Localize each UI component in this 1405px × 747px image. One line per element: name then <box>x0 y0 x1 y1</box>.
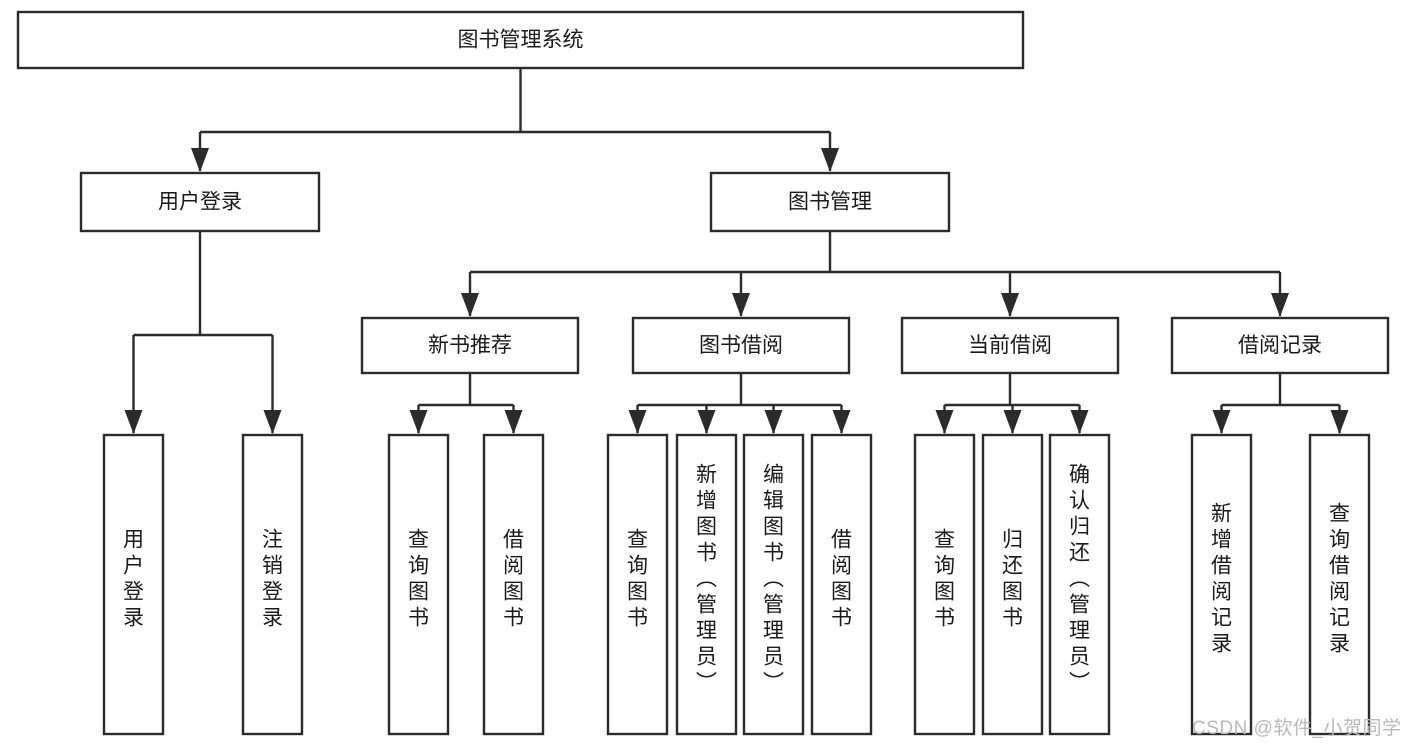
node-leaf-user-logout[interactable]: 注销登录 <box>241 433 304 736</box>
node-box-leaf-rec-query-record <box>1308 433 1371 736</box>
node-box-new-book-rec <box>360 316 580 375</box>
node-borrow-record[interactable]: 借阅记录 <box>1170 316 1390 375</box>
node-box-leaf-user-logout <box>241 433 304 736</box>
arrow-head-icon-borrow-record-0 <box>1212 410 1231 434</box>
node-label-leaf-rec-add-record: 新增借阅记录 <box>1211 503 1232 656</box>
arrow-head-icon-new-book-rec-1 <box>504 410 523 434</box>
arrow-head-icon-book-borrow-0 <box>628 410 647 434</box>
node-current-borrow[interactable]: 当前借阅 <box>900 316 1120 375</box>
node-label-leaf-rec-borrow-book: 借阅图书 <box>503 529 524 630</box>
node-book-manage[interactable]: 图书管理 <box>709 171 951 233</box>
node-box-leaf-rec-borrow-book <box>482 433 545 736</box>
node-label-book-borrow: 图书借阅 <box>699 334 783 357</box>
arrow-head-icon-book-manage-1 <box>732 293 750 317</box>
node-label-user-login: 用户登录 <box>158 191 242 214</box>
arrow-head-icon-current-borrow-0 <box>935 410 954 434</box>
arrow-head-icon-book-manage-3 <box>1271 293 1289 317</box>
node-leaf-user-login[interactable]: 用户登录 <box>102 433 165 736</box>
arrow-head-icon-book-borrow-2 <box>764 410 783 434</box>
node-box-leaf-borrow-edit-book <box>742 433 805 736</box>
node-label-new-book-rec: 新书推荐 <box>428 334 512 357</box>
node-label-leaf-rec-query-record: 查询借阅记录 <box>1329 503 1350 656</box>
node-box-current-borrow <box>900 316 1120 375</box>
connectors-layer <box>124 68 1349 434</box>
arrow-head-icon-new-book-rec-0 <box>409 410 428 434</box>
node-label-borrow-record: 借阅记录 <box>1238 334 1322 357</box>
node-leaf-borrow-query-book[interactable]: 查询图书 <box>606 433 669 736</box>
node-box-root <box>16 10 1025 70</box>
node-box-leaf-borrow-add-book <box>675 433 738 736</box>
node-box-leaf-cur-return-book <box>981 433 1044 736</box>
arrow-head-icon-root-0 <box>191 148 209 172</box>
arrow-head-icon-user-login-1 <box>263 410 282 434</box>
node-label-leaf-rec-query-book: 查询图书 <box>408 529 429 630</box>
arrow-head-icon-book-borrow-1 <box>697 410 716 434</box>
node-box-leaf-cur-confirm-return <box>1048 433 1111 736</box>
node-label-leaf-cur-confirm-return: 确认归还︵管理员︶ <box>1069 464 1090 695</box>
node-leaf-borrow-lend-book[interactable]: 借阅图书 <box>810 433 873 736</box>
arrow-head-icon-book-manage-0 <box>461 293 479 317</box>
arrow-head-icon-book-manage-2 <box>1001 293 1019 317</box>
node-leaf-rec-query-record[interactable]: 查询借阅记录 <box>1308 433 1371 736</box>
node-label-leaf-borrow-lend-book: 借阅图书 <box>831 529 852 630</box>
node-leaf-cur-confirm-return[interactable]: 确认归还︵管理员︶ <box>1048 433 1111 736</box>
node-label-root: 图书管理系统 <box>458 29 584 52</box>
node-label-leaf-user-login: 用户登录 <box>123 529 144 630</box>
node-label-leaf-borrow-add-book: 新增图书︵管理员︶ <box>696 464 717 695</box>
arrow-head-icon-book-borrow-3 <box>832 410 851 434</box>
node-box-user-login <box>79 171 321 233</box>
node-box-book-manage <box>709 171 951 233</box>
node-label-current-borrow: 当前借阅 <box>968 334 1052 357</box>
node-label-book-manage: 图书管理 <box>788 191 872 214</box>
node-label-leaf-user-logout: 注销登录 <box>262 529 283 630</box>
node-user-login[interactable]: 用户登录 <box>79 171 321 233</box>
node-leaf-borrow-add-book[interactable]: 新增图书︵管理员︶ <box>675 433 738 736</box>
node-root[interactable]: 图书管理系统 <box>16 10 1025 70</box>
node-new-book-rec[interactable]: 新书推荐 <box>360 316 580 375</box>
nodes-layer: 图书管理系统用户登录图书管理新书推荐图书借阅当前借阅借阅记录用户登录注销登录查询… <box>16 10 1390 736</box>
node-box-leaf-borrow-lend-book <box>810 433 873 736</box>
node-leaf-rec-borrow-book[interactable]: 借阅图书 <box>482 433 545 736</box>
node-leaf-borrow-edit-book[interactable]: 编辑图书︵管理员︶ <box>742 433 805 736</box>
node-label-leaf-cur-query-book: 查询图书 <box>934 529 955 630</box>
arrow-head-icon-current-borrow-2 <box>1070 410 1089 434</box>
arrow-head-icon-borrow-record-1 <box>1330 410 1349 434</box>
node-box-book-borrow <box>631 316 851 375</box>
node-box-leaf-borrow-query-book <box>606 433 669 736</box>
node-leaf-cur-return-book[interactable]: 归还图书 <box>981 433 1044 736</box>
node-book-borrow[interactable]: 图书借阅 <box>631 316 851 375</box>
node-box-leaf-cur-query-book <box>913 433 976 736</box>
node-leaf-rec-add-record[interactable]: 新增借阅记录 <box>1190 433 1253 736</box>
node-box-leaf-rec-query-book <box>387 433 450 736</box>
arrow-head-icon-user-login-0 <box>124 410 143 434</box>
arrow-head-icon-root-1 <box>821 148 839 172</box>
node-label-leaf-borrow-query-book: 查询图书 <box>627 529 648 630</box>
node-box-leaf-rec-add-record <box>1190 433 1253 736</box>
node-label-leaf-cur-return-book: 归还图书 <box>1002 529 1023 630</box>
node-label-leaf-borrow-edit-book: 编辑图书︵管理员︶ <box>763 464 784 695</box>
node-box-borrow-record <box>1170 316 1390 375</box>
node-leaf-cur-query-book[interactable]: 查询图书 <box>913 433 976 736</box>
arrow-head-icon-current-borrow-1 <box>1003 410 1022 434</box>
node-box-leaf-user-login <box>102 433 165 736</box>
node-leaf-rec-query-book[interactable]: 查询图书 <box>387 433 450 736</box>
